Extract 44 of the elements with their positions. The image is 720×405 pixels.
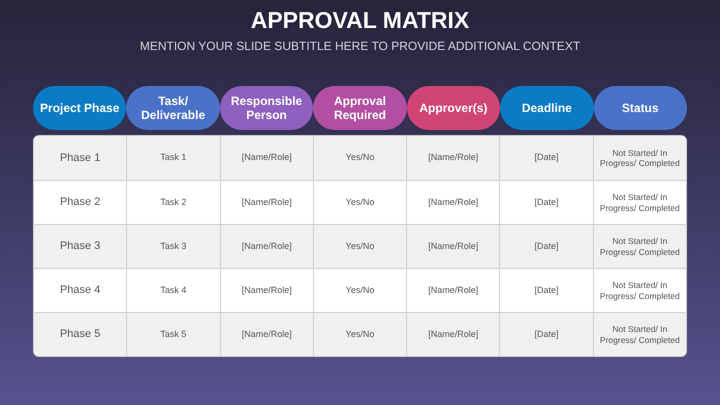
table-cell-text: [Name/Role] (428, 151, 478, 164)
table-cell-text: Yes/No (346, 240, 374, 253)
table-cell-text: Task 5 (160, 328, 186, 341)
table-cell-text: Task 1 (160, 151, 186, 164)
table-cell-text: [Name/Role] (242, 240, 292, 253)
table-cell-text: Not Started/ In Progress/ Completed (598, 324, 681, 345)
table-cell-text: Not Started/ In Progress/ Completed (598, 192, 681, 213)
header-pill: Task/ Deliverable (126, 86, 220, 130)
table-cell-text: [Date] (534, 284, 559, 297)
header-pill: Deadline (500, 86, 594, 130)
table-cell-text: Yes/No (346, 328, 374, 341)
table-cell-text: Task 2 (160, 196, 186, 209)
table-cell-text: Phase 5 (60, 327, 100, 342)
table-cell-text: [Name/Role] (242, 328, 292, 341)
table-cell-text: [Name/Role] (428, 284, 478, 297)
table-cell-text: Task 4 (160, 284, 186, 297)
table-cell-text: [Date] (534, 240, 559, 253)
table-cell-text: [Name/Role] (242, 151, 292, 164)
header-pill: Approver(s) (406, 86, 500, 130)
header-pill: Status (594, 86, 687, 130)
header-pill: Project Phase (33, 86, 126, 130)
table-cell-text: [Name/Role] (428, 328, 478, 341)
header-pill: Responsible Person (220, 86, 314, 130)
table-cell-text: Not Started/ In Progress/ Completed (598, 280, 681, 301)
table-cell-text: Not Started/ In Progress/ Completed (598, 236, 681, 257)
table-cell-text: Phase 2 (60, 195, 100, 210)
table-cell-text: Phase 4 (60, 283, 100, 298)
table-cell-text: [Name/Role] (242, 284, 292, 297)
table-cell-text: Yes/No (346, 151, 374, 164)
table-cell-text: [Date] (534, 328, 559, 341)
table-cell-text: Yes/No (346, 196, 374, 209)
subtitle: MENTION YOUR SLIDE SUBTITLE HERE TO PROVIDE ADDITIONAL CONTEXT (140, 39, 580, 53)
table-cell-text: [Date] (534, 196, 559, 209)
table-cell-text: Yes/No (346, 284, 374, 297)
title: APPROVAL MATRIX (250, 6, 470, 34)
table-cell-text: [Name/Role] (242, 196, 292, 209)
table-cell-text: [Date] (534, 151, 559, 164)
table-cell-text: Task 3 (160, 240, 186, 253)
table-cell-text: [Name/Role] (428, 240, 478, 253)
table-cell-text: Phase 3 (60, 239, 100, 254)
table-cell-text: Phase 1 (60, 150, 100, 166)
table-cell-text: Not Started/ In Progress/ Completed (598, 148, 681, 168)
table-cell-text: [Name/Role] (428, 196, 478, 209)
header-pill: Approval Required (313, 86, 407, 130)
